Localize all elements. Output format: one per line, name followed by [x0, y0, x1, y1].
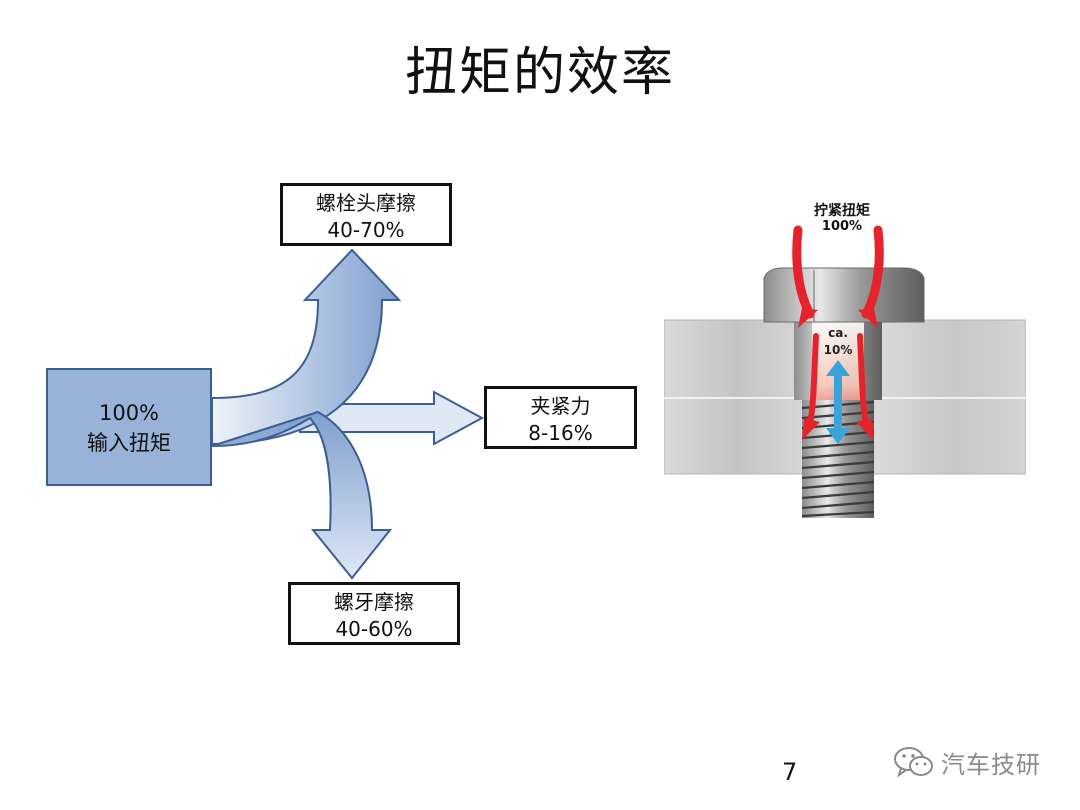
thread-friction-box: 螺牙摩擦 40-60% — [288, 582, 460, 645]
bolt-illustration: 拧紧扭矩 100% ca. 10% — [663, 196, 1027, 522]
clamp-arrow — [826, 360, 850, 444]
head-friction-label: 螺栓头摩擦 — [316, 191, 416, 215]
wechat-icon — [894, 747, 933, 778]
page-title: 扭矩的效率 — [404, 43, 675, 103]
bolt-thread — [801, 400, 875, 518]
arrow-thread-friction — [211, 410, 393, 580]
torque-arrowheads — [798, 308, 878, 440]
input-percent: 100% — [98, 401, 160, 425]
clamp-force-box: 夹紧力 8-16% — [484, 386, 637, 449]
torque-label: 拧紧扭矩 — [814, 203, 870, 219]
input-torque-box: 100% 输入扭矩 — [46, 368, 212, 486]
clamp-percent: 10% — [823, 343, 853, 357]
torque-percent: 100% — [821, 219, 863, 234]
arrow-head-friction — [211, 248, 402, 446]
input-label: 输入扭矩 — [87, 431, 171, 455]
torque-arrows — [792, 225, 884, 427]
thread-friction-label: 螺牙摩擦 — [334, 590, 414, 614]
bolt-drawing — [663, 225, 1027, 518]
head-friction-range: 40-70% — [327, 218, 405, 242]
bolt-head — [763, 267, 925, 323]
watermark: 汽车技研 — [893, 742, 1041, 782]
head-friction-box: 螺栓头摩擦 40-70% — [280, 183, 452, 246]
clamp-label: ca. — [828, 326, 848, 340]
page-number: 7 — [782, 758, 798, 786]
thread-friction-range: 40-60% — [335, 617, 413, 641]
clamp-force-label: 夹紧力 — [530, 394, 591, 418]
watermark-text: 汽车技研 — [941, 750, 1041, 779]
clamp-force-range: 8-16% — [528, 421, 593, 445]
